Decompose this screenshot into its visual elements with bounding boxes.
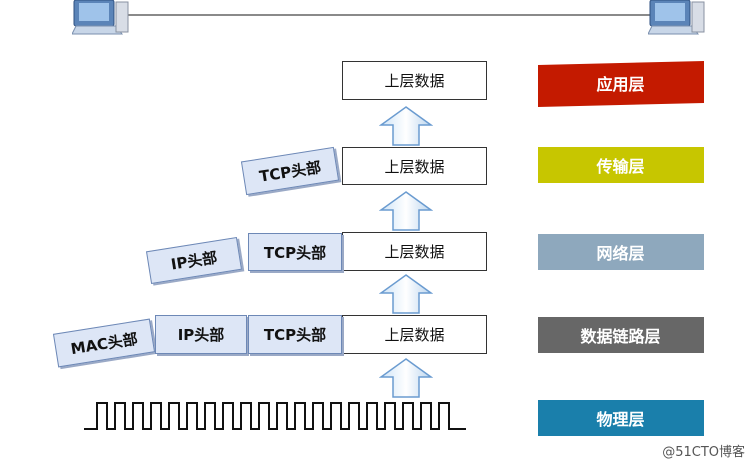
layer-label: 网络层 bbox=[596, 244, 645, 263]
layer-physical: 物理层 bbox=[538, 400, 708, 444]
layer-label: 数据链路层 bbox=[580, 327, 661, 346]
mac-header: MAC头部 bbox=[52, 318, 156, 368]
data-block-application: 上层数据 bbox=[342, 61, 487, 100]
up-arrow-icon bbox=[378, 357, 434, 399]
layer-label: 传输层 bbox=[596, 157, 645, 176]
watermark: @51CTO博客 bbox=[662, 445, 745, 460]
tcp-header: TCP头部 bbox=[248, 315, 342, 354]
layer-label: 应用层 bbox=[596, 75, 645, 94]
data-block-network: 上层数据 bbox=[342, 232, 487, 271]
layer-transport: 传输层 bbox=[538, 147, 708, 191]
ip-header: IP头部 bbox=[155, 315, 247, 354]
layer-network: 网络层 bbox=[538, 234, 708, 278]
layer-application: 应用层 bbox=[538, 61, 708, 107]
computer-icon bbox=[71, 0, 132, 36]
up-arrow-icon bbox=[378, 105, 434, 147]
layer-datalink: 数据链路层 bbox=[538, 317, 708, 361]
tcp-header: TCP头部 bbox=[248, 233, 342, 271]
data-block-datalink: 上层数据 bbox=[342, 315, 487, 354]
up-arrow-icon bbox=[378, 190, 434, 232]
data-block-transport: 上层数据 bbox=[342, 147, 487, 185]
layer-label: 物理层 bbox=[596, 410, 645, 429]
ip-header: IP头部 bbox=[145, 237, 243, 284]
up-arrow-icon bbox=[378, 273, 434, 315]
computer-icon bbox=[647, 0, 708, 36]
tcp-header: TCP头部 bbox=[240, 146, 340, 196]
